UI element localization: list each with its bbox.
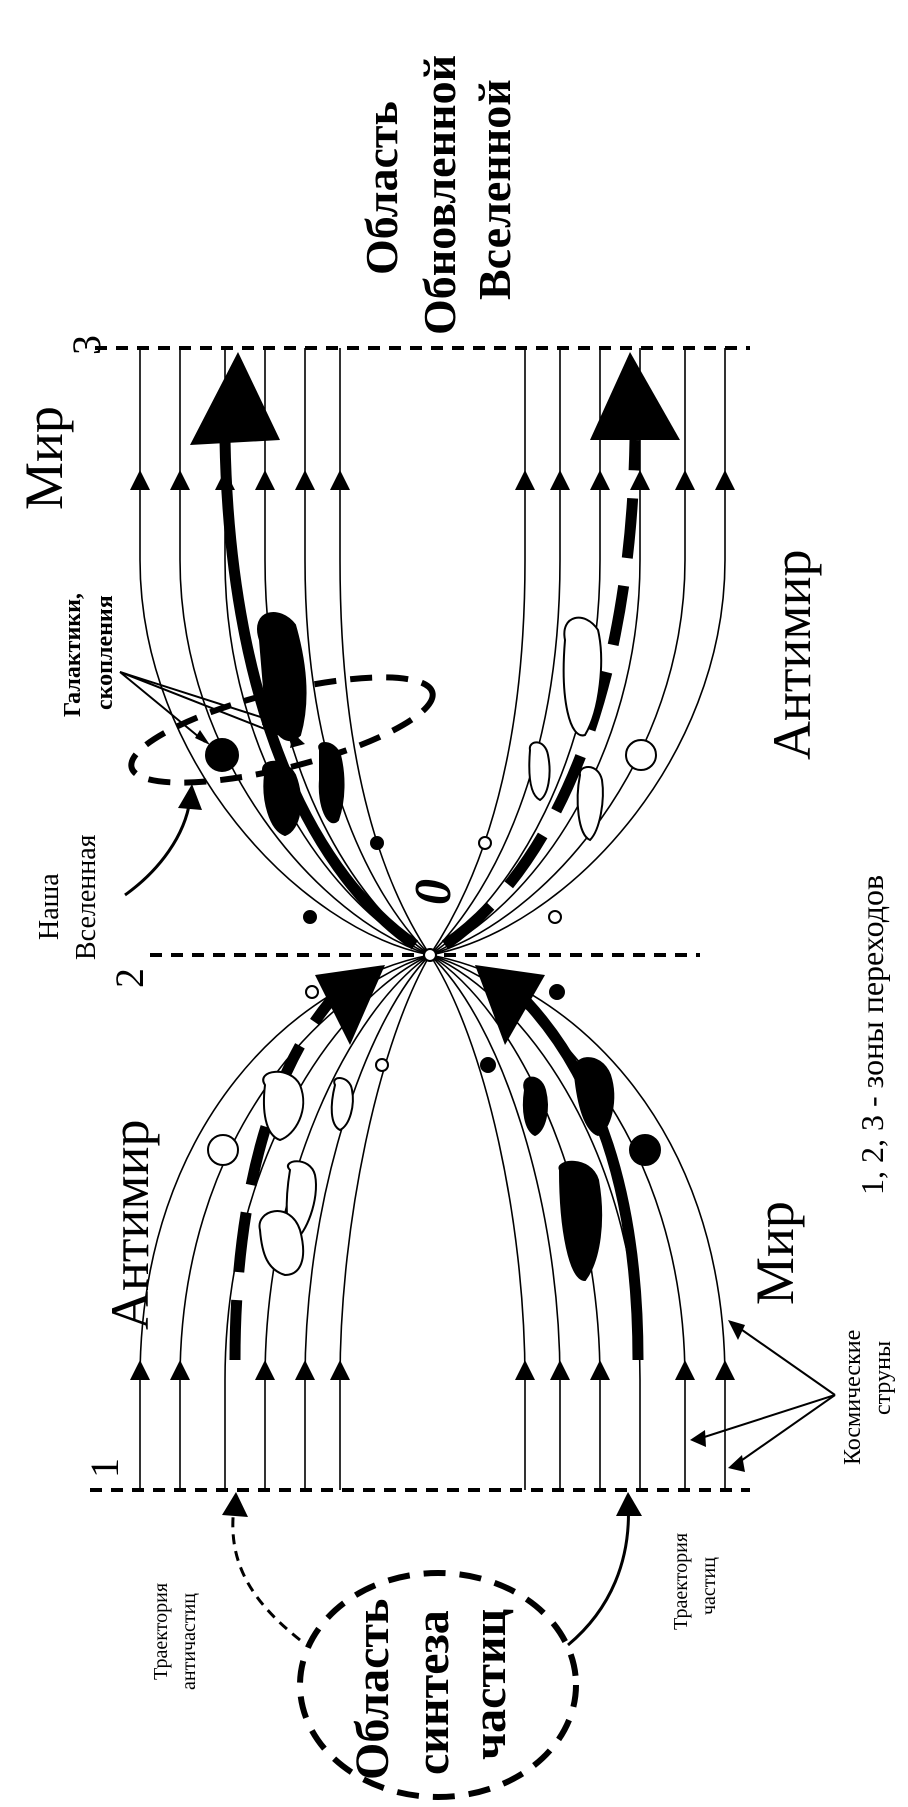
svg-text:Вселенная: Вселенная	[71, 834, 102, 960]
antimir-top-label: Антимир	[762, 550, 822, 760]
svg-text:частиц: частиц	[463, 1609, 516, 1760]
svg-text:Область: Область	[346, 1599, 399, 1780]
synthesis-region-label: Область синтеза частиц	[346, 1599, 516, 1780]
svg-text:Наша: Наша	[34, 873, 65, 940]
galaxies-label: Галактики, скопления	[60, 593, 118, 717]
antimir-bottom-label: Антимир	[100, 1120, 160, 1330]
svg-text:Вселенной: Вселенной	[469, 79, 520, 300]
legend-transition-zones: 1, 2, 3 - зоны переходов	[854, 875, 890, 1195]
zone-1-number: 1	[82, 1458, 127, 1478]
our-universe-pointer	[125, 800, 190, 895]
zone-3-number: 3	[64, 335, 109, 355]
center-zero: 0	[405, 879, 462, 905]
svg-text:Обновленной: Обновленной	[414, 55, 465, 335]
svg-text:частиц: частиц	[698, 1557, 720, 1615]
mir-top-label: Мир	[14, 406, 74, 510]
zone-2-number: 2	[107, 968, 152, 988]
cosmic-strings-lower	[140, 955, 725, 1490]
svg-text:синтеза: синтеза	[406, 1610, 459, 1775]
svg-text:Траектория: Траектория	[670, 1533, 692, 1630]
our-universe-label: Наша Вселенная	[34, 834, 102, 960]
trajectory-lower-left-dashed	[235, 965, 385, 1360]
string-arrows-lower	[130, 1360, 735, 1380]
mir-bottom-label: Мир	[745, 1201, 805, 1305]
svg-text:Траектория: Траектория	[150, 1583, 172, 1680]
svg-text:скопления: скопления	[92, 595, 118, 710]
cosmic-strings-label: Космические струны	[840, 1330, 896, 1465]
particle-trajectory-arrow	[568, 1500, 628, 1645]
svg-text:струны: струны	[870, 1341, 896, 1415]
particle-trajectory-label: Траектория частиц	[670, 1533, 720, 1630]
renewed-universe-label: Область Обновленной Вселенной	[356, 55, 520, 335]
center-point	[424, 949, 436, 961]
svg-text:Космические: Космические	[840, 1330, 866, 1465]
antiparticle-trajectory-label: Траектория античастиц	[150, 1583, 200, 1690]
antiparticle-trajectory-arrow	[233, 1500, 300, 1640]
cosmic-strings-pointers	[690, 1320, 835, 1472]
svg-text:Область: Область	[356, 101, 407, 275]
svg-text:античастиц: античастиц	[178, 1593, 200, 1690]
svg-text:Галактики,: Галактики,	[60, 593, 86, 717]
